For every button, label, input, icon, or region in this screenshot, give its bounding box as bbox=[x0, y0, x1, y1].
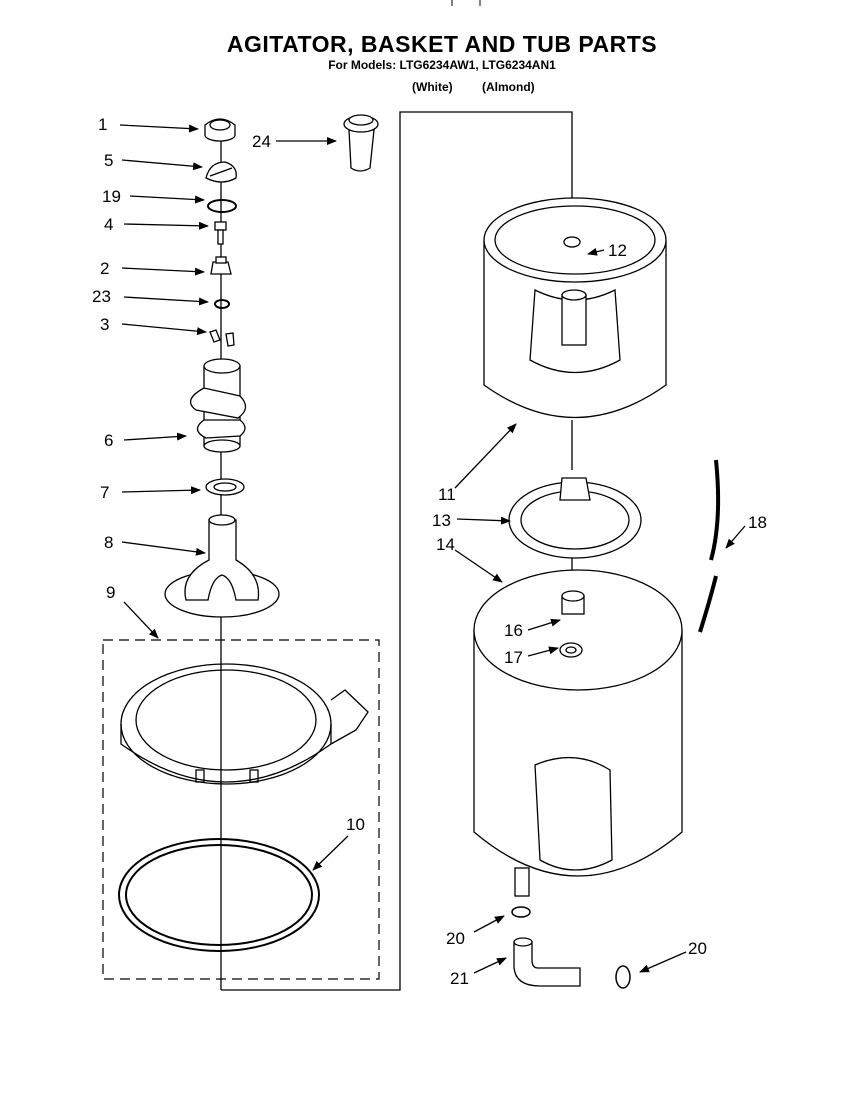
callout-6: 6 bbox=[104, 431, 113, 450]
part-4-bolt bbox=[214, 221, 227, 245]
callout-20-upper: 20 bbox=[446, 929, 465, 948]
model-numbers: For Models: LTG6234AW1, LTG6234AN1 bbox=[328, 58, 556, 72]
part-2-cam bbox=[210, 256, 232, 275]
callout-9: 9 bbox=[106, 583, 115, 602]
part-19-seal-ring bbox=[207, 199, 237, 213]
group-box-9 bbox=[102, 639, 380, 980]
part-9-tub-ring bbox=[120, 663, 369, 785]
callout-1: 1 bbox=[98, 115, 107, 134]
callout-12: 12 bbox=[608, 241, 627, 260]
part-1-agitator-cap bbox=[204, 118, 236, 142]
callout-17: 17 bbox=[504, 648, 523, 667]
callout-3: 3 bbox=[100, 315, 109, 334]
part-8-agitator-base bbox=[164, 514, 280, 618]
part-18-hose bbox=[698, 459, 721, 633]
variant-almond: (Almond) bbox=[482, 80, 535, 94]
diagram-header: AGITATOR, BASKET AND TUB PARTS For Model… bbox=[0, 30, 864, 94]
callout-23: 23 bbox=[92, 287, 111, 306]
part-24-dispenser-cup bbox=[343, 114, 379, 172]
callout-labels: 1 5 19 4 2 23 3 6 7 8 9 10 24 12 11 13 1… bbox=[92, 115, 767, 988]
callout-14: 14 bbox=[436, 535, 455, 554]
part-13-drive-block bbox=[508, 477, 642, 559]
part-5-cap-cover bbox=[205, 161, 237, 183]
part-16-seal bbox=[561, 590, 585, 615]
callout-13: 13 bbox=[432, 511, 451, 530]
part-20-clamp-upper bbox=[511, 906, 531, 918]
callout-2: 2 bbox=[100, 259, 109, 278]
part-14-outer-tub bbox=[473, 569, 683, 897]
variant-white: (White) bbox=[412, 80, 453, 94]
callout-18: 18 bbox=[748, 513, 767, 532]
callout-5: 5 bbox=[104, 151, 113, 170]
part-3-agitator-dogs bbox=[209, 329, 235, 347]
callout-4: 4 bbox=[104, 215, 113, 234]
part-10-ring bbox=[118, 838, 320, 952]
callout-arrows bbox=[119, 124, 746, 974]
part-12-nut bbox=[563, 236, 581, 248]
callout-24: 24 bbox=[252, 132, 271, 151]
callout-7: 7 bbox=[100, 483, 109, 502]
callout-19: 19 bbox=[102, 187, 121, 206]
callout-10: 10 bbox=[346, 815, 365, 834]
part-23-washer bbox=[214, 299, 230, 309]
callout-11: 11 bbox=[438, 485, 456, 504]
part-21-drain-hose bbox=[513, 937, 581, 987]
part-20-clamp-lower bbox=[615, 965, 631, 989]
part-6-agitator-auger bbox=[189, 358, 247, 453]
callout-16: 16 bbox=[504, 621, 523, 640]
part-17-bearing bbox=[559, 642, 583, 658]
callout-8: 8 bbox=[104, 533, 113, 552]
part-7-bearing bbox=[205, 478, 245, 496]
callout-20-lower: 20 bbox=[688, 939, 707, 958]
callout-21: 21 bbox=[450, 969, 469, 988]
diagram-title: AGITATOR, BASKET AND TUB PARTS bbox=[226, 31, 658, 57]
part-11-basket bbox=[483, 197, 667, 419]
